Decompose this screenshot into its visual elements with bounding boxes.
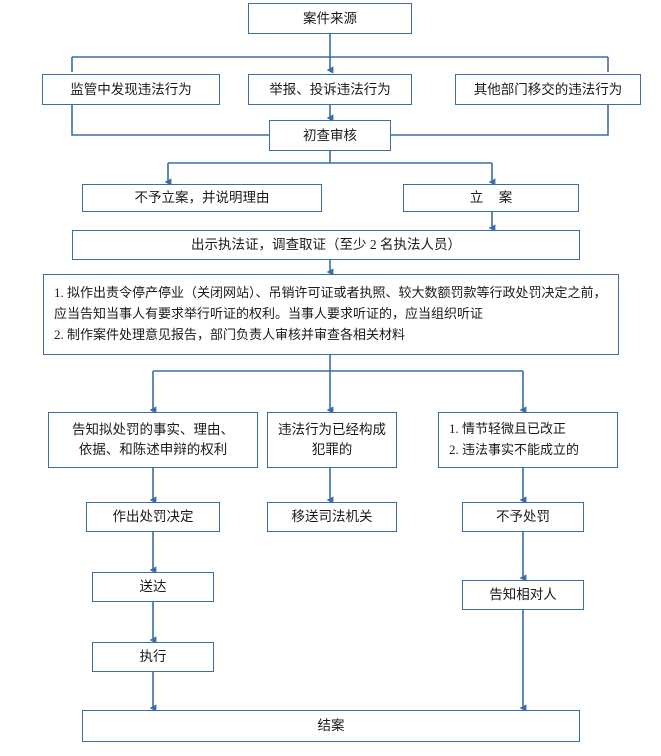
node-penalty-decision[interactable]: 作出处罚决定 (86, 502, 220, 532)
node-deliver[interactable]: 送达 (92, 572, 214, 602)
node-case-source[interactable]: 案件来源 (248, 3, 412, 34)
node-preliminary-review[interactable]: 初查审核 (269, 120, 391, 151)
link-transfer-to-review (391, 105, 609, 136)
node-source-report[interactable]: 举报、投诉违法行为 (248, 74, 412, 105)
node-minor-or-void[interactable]: 1. 情节轻微且已改正 2. 违法事实不能成立的 (438, 412, 618, 468)
node-transfer-judicial[interactable]: 移送司法机关 (267, 502, 397, 532)
node-no-penalty[interactable]: 不予处罚 (462, 502, 584, 532)
node-notify-party[interactable]: 告知相对人 (462, 580, 584, 610)
node-evidence-collection[interactable]: 出示执法证，调查取证（至少 2 名执法人员） (72, 230, 580, 260)
link-supervision-to-review (71, 105, 269, 136)
node-decision-requirements[interactable]: 1. 拟作出责令停产停业（关闭网站）、吊销许可证或者执照、较大数额罚款等行政处罚… (43, 274, 619, 355)
node-execute[interactable]: 执行 (92, 642, 214, 672)
node-notify-rights[interactable]: 告知拟处罚的事实、理由、 依据、和陈述申辩的权利 (48, 412, 258, 468)
node-source-transfer[interactable]: 其他部门移交的违法行为 (455, 74, 641, 105)
node-close-case[interactable]: 结案 (82, 710, 580, 742)
node-source-supervision[interactable]: 监管中发现违法行为 (42, 74, 220, 105)
node-no-filing[interactable]: 不予立案，并说明理由 (82, 184, 322, 212)
node-criminal-offense[interactable]: 违法行为已经构成 犯罪的 (267, 412, 397, 468)
node-filing[interactable]: 立 案 (403, 184, 579, 212)
